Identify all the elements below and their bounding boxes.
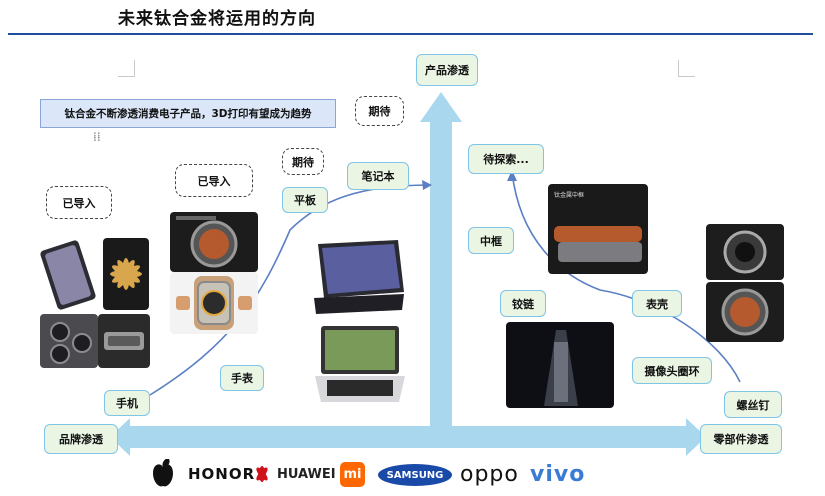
expect-box-small: 期待 xyxy=(282,148,324,175)
product-penetration-label: 产品渗透 xyxy=(416,54,478,86)
phone-camera-image xyxy=(40,314,98,368)
component-penetration-label: 零部件渗透 xyxy=(700,424,782,454)
hinge-image xyxy=(506,322,614,408)
tag-watch: 手表 xyxy=(220,365,264,391)
tag-camera-ring: 摄像头圈环 xyxy=(632,357,712,384)
tag-to-explore: 待探索... xyxy=(468,144,544,174)
titanium-frame-image: 钛金属中框 xyxy=(548,184,648,274)
image-caption: 钛金属中框 xyxy=(554,192,585,199)
brand-huawei: HUAWEI xyxy=(277,466,336,482)
apple-logo-icon xyxy=(150,458,176,490)
brand-penetration-label: 品牌渗透 xyxy=(44,424,118,454)
imported-box-mid: 已导入 xyxy=(175,164,253,197)
tag-notebook: 笔记本 xyxy=(347,162,409,190)
notebook-image xyxy=(313,322,407,408)
product-curve xyxy=(149,184,431,396)
huawei-logo: HUAWEI xyxy=(250,458,336,490)
drag-handle-icon: ⁞⁞ xyxy=(93,130,101,144)
expect-box-top: 期待 xyxy=(355,96,404,126)
imported-box-left: 已导入 xyxy=(46,186,112,219)
phone-titanium-edge-image xyxy=(98,314,150,368)
corner-mark-right xyxy=(678,60,695,77)
gold-phone-image xyxy=(103,238,149,310)
brand-oppo: oppo xyxy=(460,461,519,487)
smartwatch-dark-image xyxy=(170,212,258,272)
parts-curve xyxy=(511,171,741,383)
tag-watch-case: 表壳 xyxy=(632,290,682,317)
corner-mark-left xyxy=(118,60,135,77)
tag-hinge: 铰链 xyxy=(500,290,546,317)
phone-camera-module-image xyxy=(706,224,784,280)
brand-samsung: SAMSUNG xyxy=(378,464,452,486)
horizontal-axis-arrow xyxy=(110,418,706,456)
brand-mi: mi xyxy=(340,462,365,487)
parts-curve-head xyxy=(507,170,517,181)
tag-screw: 螺丝钉 xyxy=(724,391,782,418)
foldable-phone-image xyxy=(40,240,96,310)
page-title: 未来钛合金将运用的方向 xyxy=(118,9,316,29)
product-curve-head xyxy=(422,180,432,190)
smartwatch-ultra-image xyxy=(170,272,258,334)
tag-phone: 手机 xyxy=(104,390,150,416)
title-rule xyxy=(8,33,813,35)
brand-vivo: vivo xyxy=(530,461,586,487)
tag-tablet: 平板 xyxy=(282,187,328,213)
watch-case-image xyxy=(706,282,784,342)
tag-frame: 中框 xyxy=(468,227,514,254)
trend-banner: 钛合金不断渗透消费电子产品，3D打印有望成为趋势 xyxy=(40,99,336,128)
vertical-axis-arrow xyxy=(420,92,462,442)
brand-honor: HONOR xyxy=(188,465,256,483)
tablet-image xyxy=(308,238,408,316)
